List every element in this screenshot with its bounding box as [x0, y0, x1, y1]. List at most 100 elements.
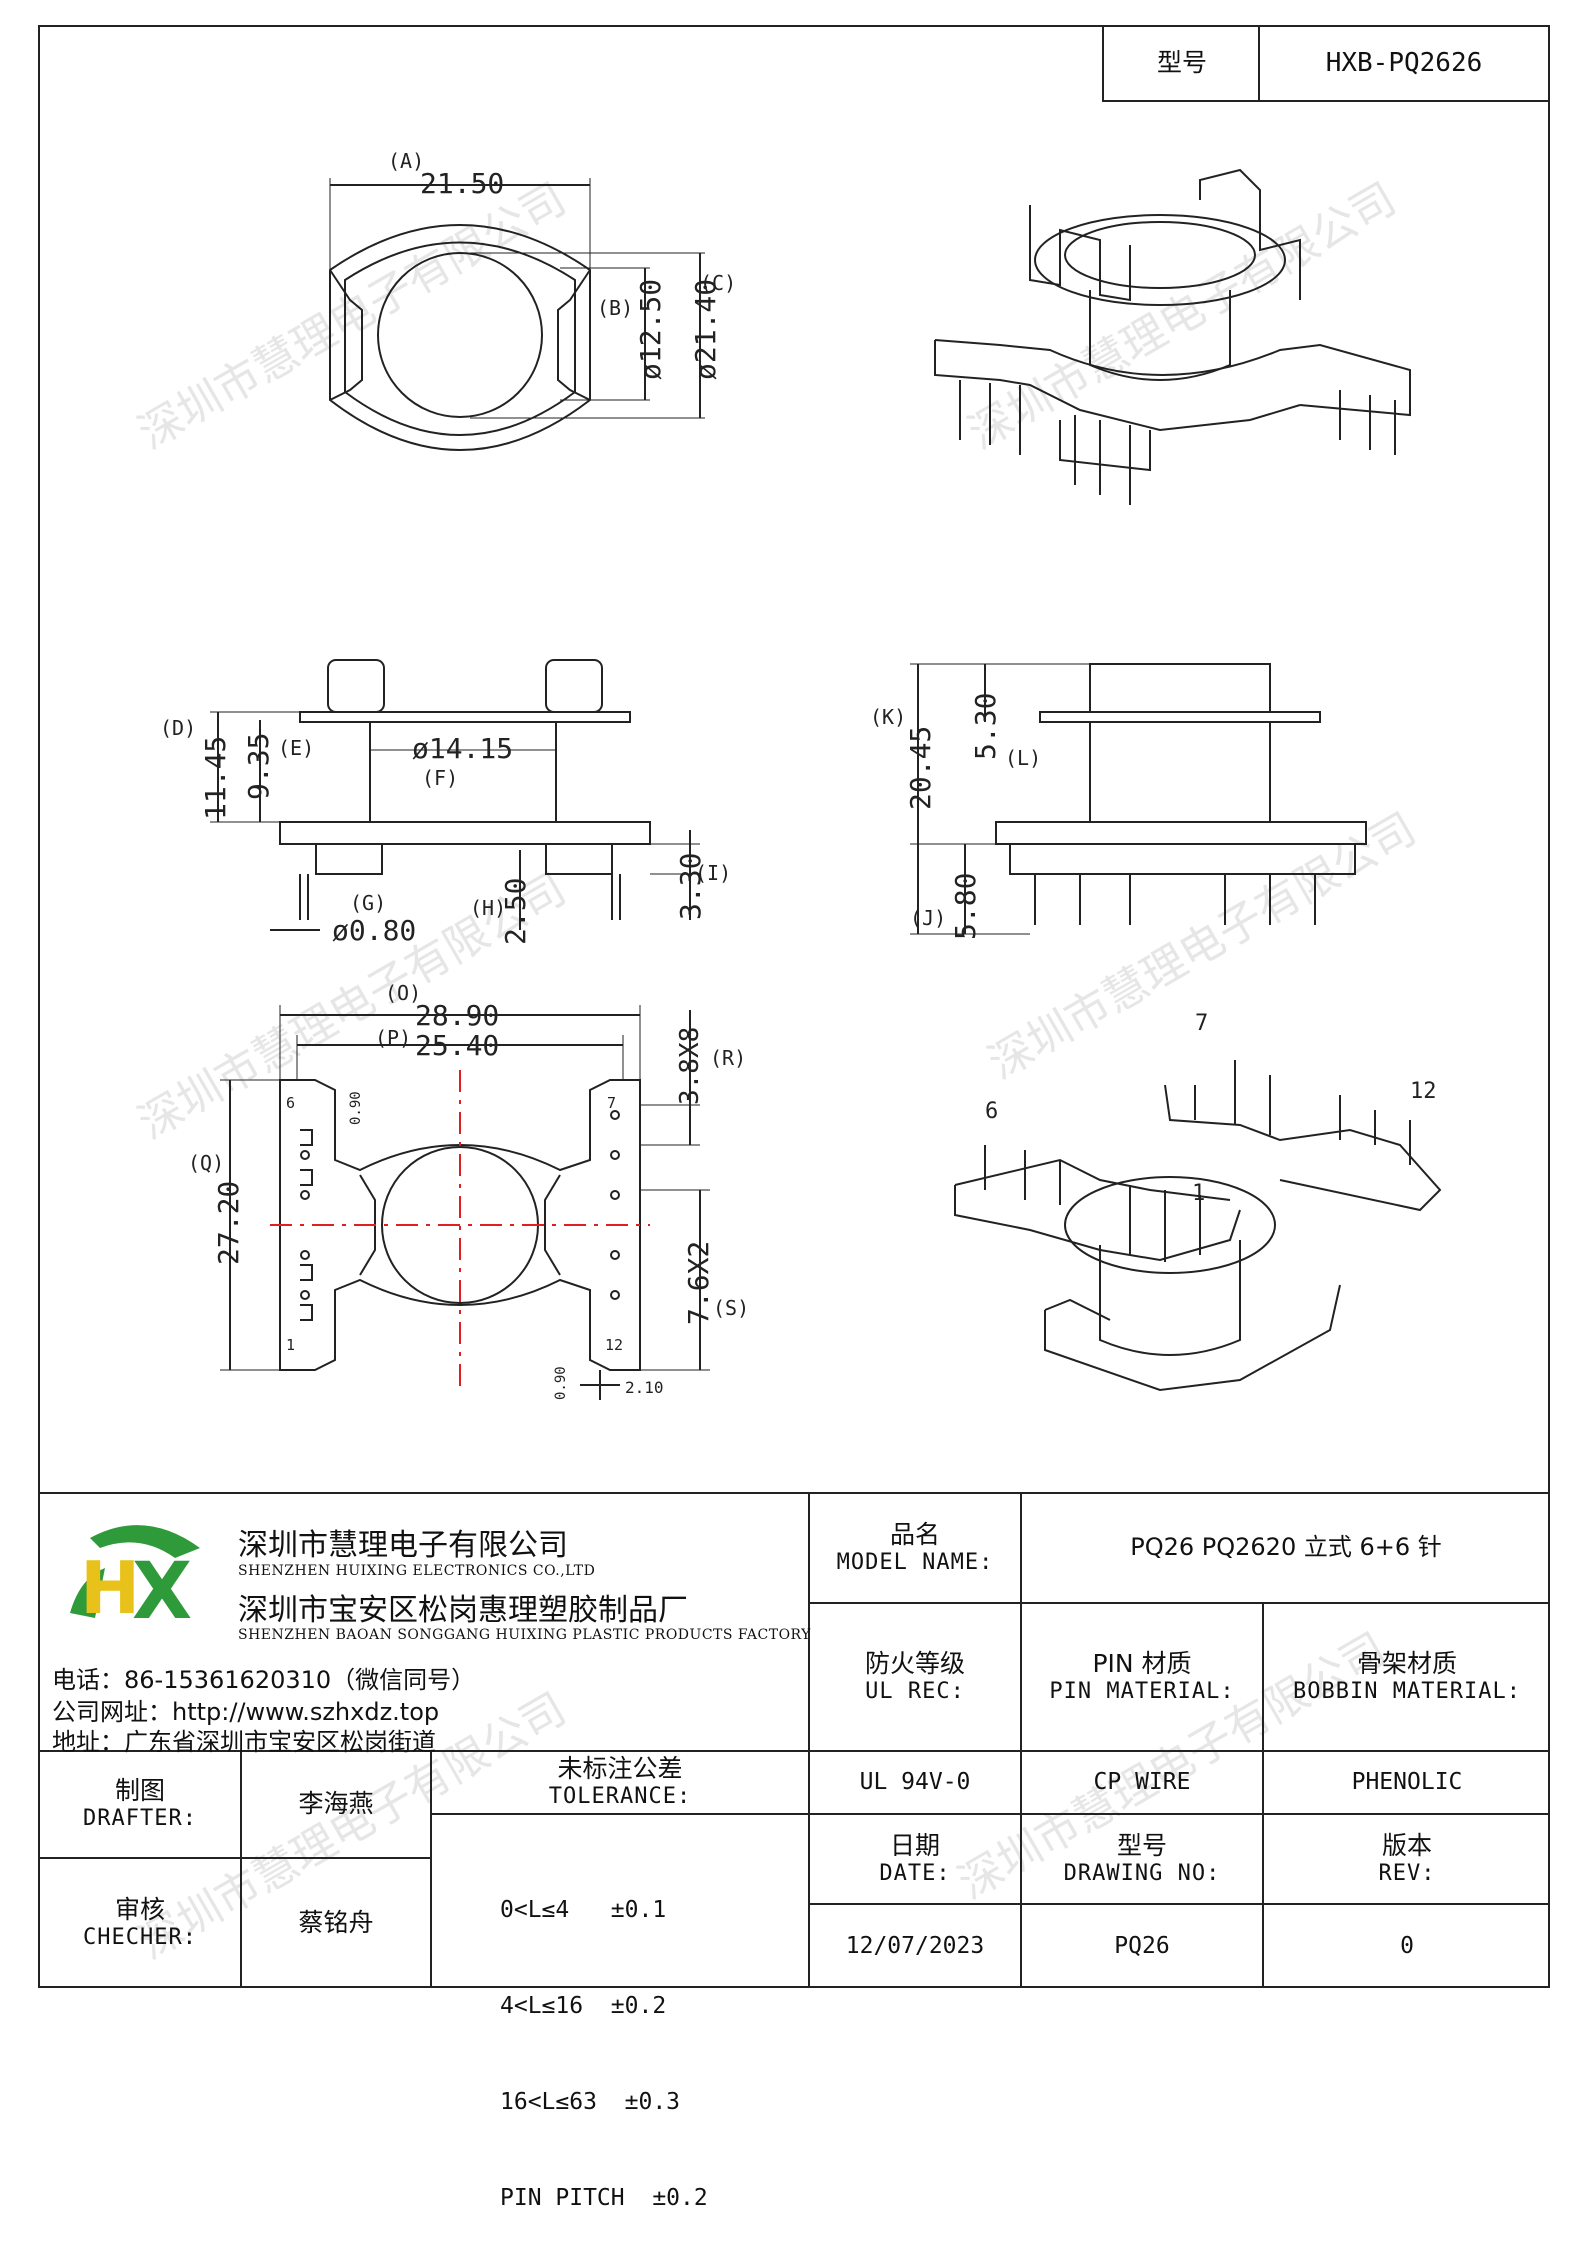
dim-label: (O)	[385, 981, 421, 1005]
bobbin-material-label-cell: 骨架材质 BOBBIN MATERIAL:	[1264, 1604, 1550, 1750]
ul-zh: 防火等级	[864, 1648, 965, 1678]
dim-value: 9.35	[242, 733, 275, 800]
dim-label: (P)	[375, 1026, 411, 1050]
bobbin-value-cell: PHENOLIC	[1264, 1752, 1550, 1813]
checker-value-cell: 蔡铭舟	[242, 1859, 430, 1988]
model-name-en: MODEL NAME:	[836, 1549, 994, 1575]
model-name-value: PQ26 PQ2620 立式 6+6 针	[1130, 1533, 1442, 1562]
pin-value: CP WIRE	[1093, 1769, 1191, 1796]
center-lines	[270, 1070, 650, 1390]
dim-value: 11.45	[199, 736, 232, 820]
drawing-frame	[38, 25, 1550, 1988]
factory-name-en: SHENZHEN BAOAN SONGGANG HUIXING PLASTIC …	[238, 1627, 811, 1643]
dim-value: 3.8X8	[675, 1027, 705, 1105]
factory-name-zh: 深圳市宝安区松岗惠理塑胶制品厂	[238, 1593, 688, 1628]
dim-value: 27.20	[212, 1181, 245, 1265]
pin-number: 6	[286, 1094, 295, 1112]
drafter-en: DRAFTER:	[83, 1806, 197, 1832]
company-name-zh: 深圳市慧理电子有限公司	[238, 1528, 568, 1563]
pin-en: PIN MATERIAL:	[1049, 1678, 1235, 1704]
pin-number: 1	[1192, 1181, 1205, 1206]
tolerance-zh: 未标注公差	[557, 1754, 683, 1784]
dim-label: (S)	[713, 1296, 749, 1320]
rev-label-cell: 版本 REV:	[1264, 1815, 1550, 1903]
date-label-cell: 日期 DATE:	[810, 1815, 1020, 1903]
pin-zh: PIN 材质	[1092, 1648, 1192, 1678]
model-name-label-cell: 品名 MODEL NAME:	[810, 1494, 1020, 1602]
bobbin-zh: 骨架材质	[1356, 1648, 1457, 1678]
side-view	[910, 663, 1367, 935]
dim-value: ø14.15	[412, 732, 513, 765]
company-phone: 电话：86-15361620310（微信同号）	[52, 1666, 476, 1694]
model-value: HXB-PQ2626	[1325, 47, 1483, 78]
dim-value: 28.90	[415, 999, 499, 1032]
drawing-value: PQ26	[1114, 1933, 1170, 1960]
tolerance-en: TOLERANCE:	[548, 1784, 692, 1810]
dim-value: 2.50	[499, 878, 532, 945]
rev-value: 0	[1400, 1933, 1414, 1960]
company-address: 地址：广东省深圳市宝安区松岗街道	[52, 1728, 436, 1756]
dim-label: (D)	[160, 716, 196, 740]
dim-label: (K)	[870, 705, 906, 729]
date-en: DATE:	[879, 1860, 951, 1886]
model-name-zh: 品名	[889, 1519, 940, 1549]
company-logo: H X	[70, 1525, 200, 1637]
header-model-value: HXB-PQ2626	[1258, 25, 1550, 102]
top-view	[329, 178, 705, 451]
dim-small: 0.90	[553, 1366, 569, 1400]
front-view	[210, 659, 700, 931]
divider	[240, 1750, 242, 1988]
company-website: 公司网址：http://www.szhxdz.top	[52, 1698, 440, 1726]
divider	[38, 1857, 430, 1859]
ul-en: UL REC:	[865, 1678, 965, 1704]
rev-value-cell: 0	[1264, 1905, 1550, 1988]
date-value: 12/07/2023	[845, 1933, 985, 1960]
bobbin-value: PHENOLIC	[1351, 1769, 1463, 1796]
dim-value: ø21.40	[689, 279, 722, 380]
logo-letter-h: H	[80, 1546, 140, 1630]
divider	[1262, 1602, 1264, 1988]
bottom-view	[220, 1005, 710, 1400]
pin-number: 1	[286, 1336, 295, 1354]
dim-value: 7.6X2	[682, 1241, 715, 1325]
pin-number: 12	[605, 1336, 623, 1354]
dim-value: ø12.50	[634, 279, 667, 380]
checker-value: 蔡铭舟	[298, 1908, 374, 1938]
rev-zh: 版本	[1381, 1830, 1432, 1860]
dim-label: (A)	[388, 149, 424, 173]
drawing-en: DRAWING NO:	[1063, 1860, 1221, 1886]
dim-label: (B)	[597, 296, 633, 320]
divider	[430, 1750, 432, 1988]
dim-label: (Q)	[188, 1151, 224, 1175]
dim-label: (J)	[910, 906, 946, 930]
checker-en: CHECHER:	[83, 1925, 197, 1951]
dim-label: (G)	[350, 891, 386, 915]
tolerance-label-cell: 未标注公差 TOLERANCE:	[432, 1752, 808, 1813]
divider	[1020, 1492, 1022, 1988]
dim-label: (R)	[710, 1046, 746, 1070]
dim-label: (H)	[470, 896, 506, 920]
divider	[38, 1750, 1550, 1752]
ul-label-cell: 防火等级 UL REC:	[810, 1604, 1020, 1750]
divider	[430, 1813, 808, 1815]
checker-zh: 审核	[114, 1895, 165, 1925]
bobbin-en: BOBBIN MATERIAL:	[1293, 1678, 1521, 1704]
header-model-label: 型号	[1102, 25, 1260, 102]
divider	[38, 1492, 1550, 1494]
dim-label: (F)	[422, 766, 458, 790]
dim-label: (E)	[278, 736, 314, 760]
dim-value: 5.30	[969, 693, 1002, 760]
divider	[808, 1602, 1550, 1604]
drafter-zh: 制图	[114, 1776, 165, 1806]
pin-number: 7	[607, 1094, 616, 1112]
drawing-no-label-cell: 型号 DRAWING NO:	[1022, 1815, 1262, 1903]
iso-view-top	[934, 168, 1411, 505]
logo-letter-x: X	[132, 1547, 192, 1637]
drafter-value-cell: 李海燕	[242, 1752, 430, 1857]
dim-value: 25.40	[415, 1029, 499, 1062]
drafter-value: 李海燕	[298, 1789, 374, 1819]
iso-view-bottom	[954, 1060, 1442, 1392]
dim-label: (L)	[1005, 746, 1041, 770]
dim-value: 3.30	[674, 853, 707, 920]
drafter-label-cell: 制图 DRAFTER:	[40, 1752, 240, 1857]
